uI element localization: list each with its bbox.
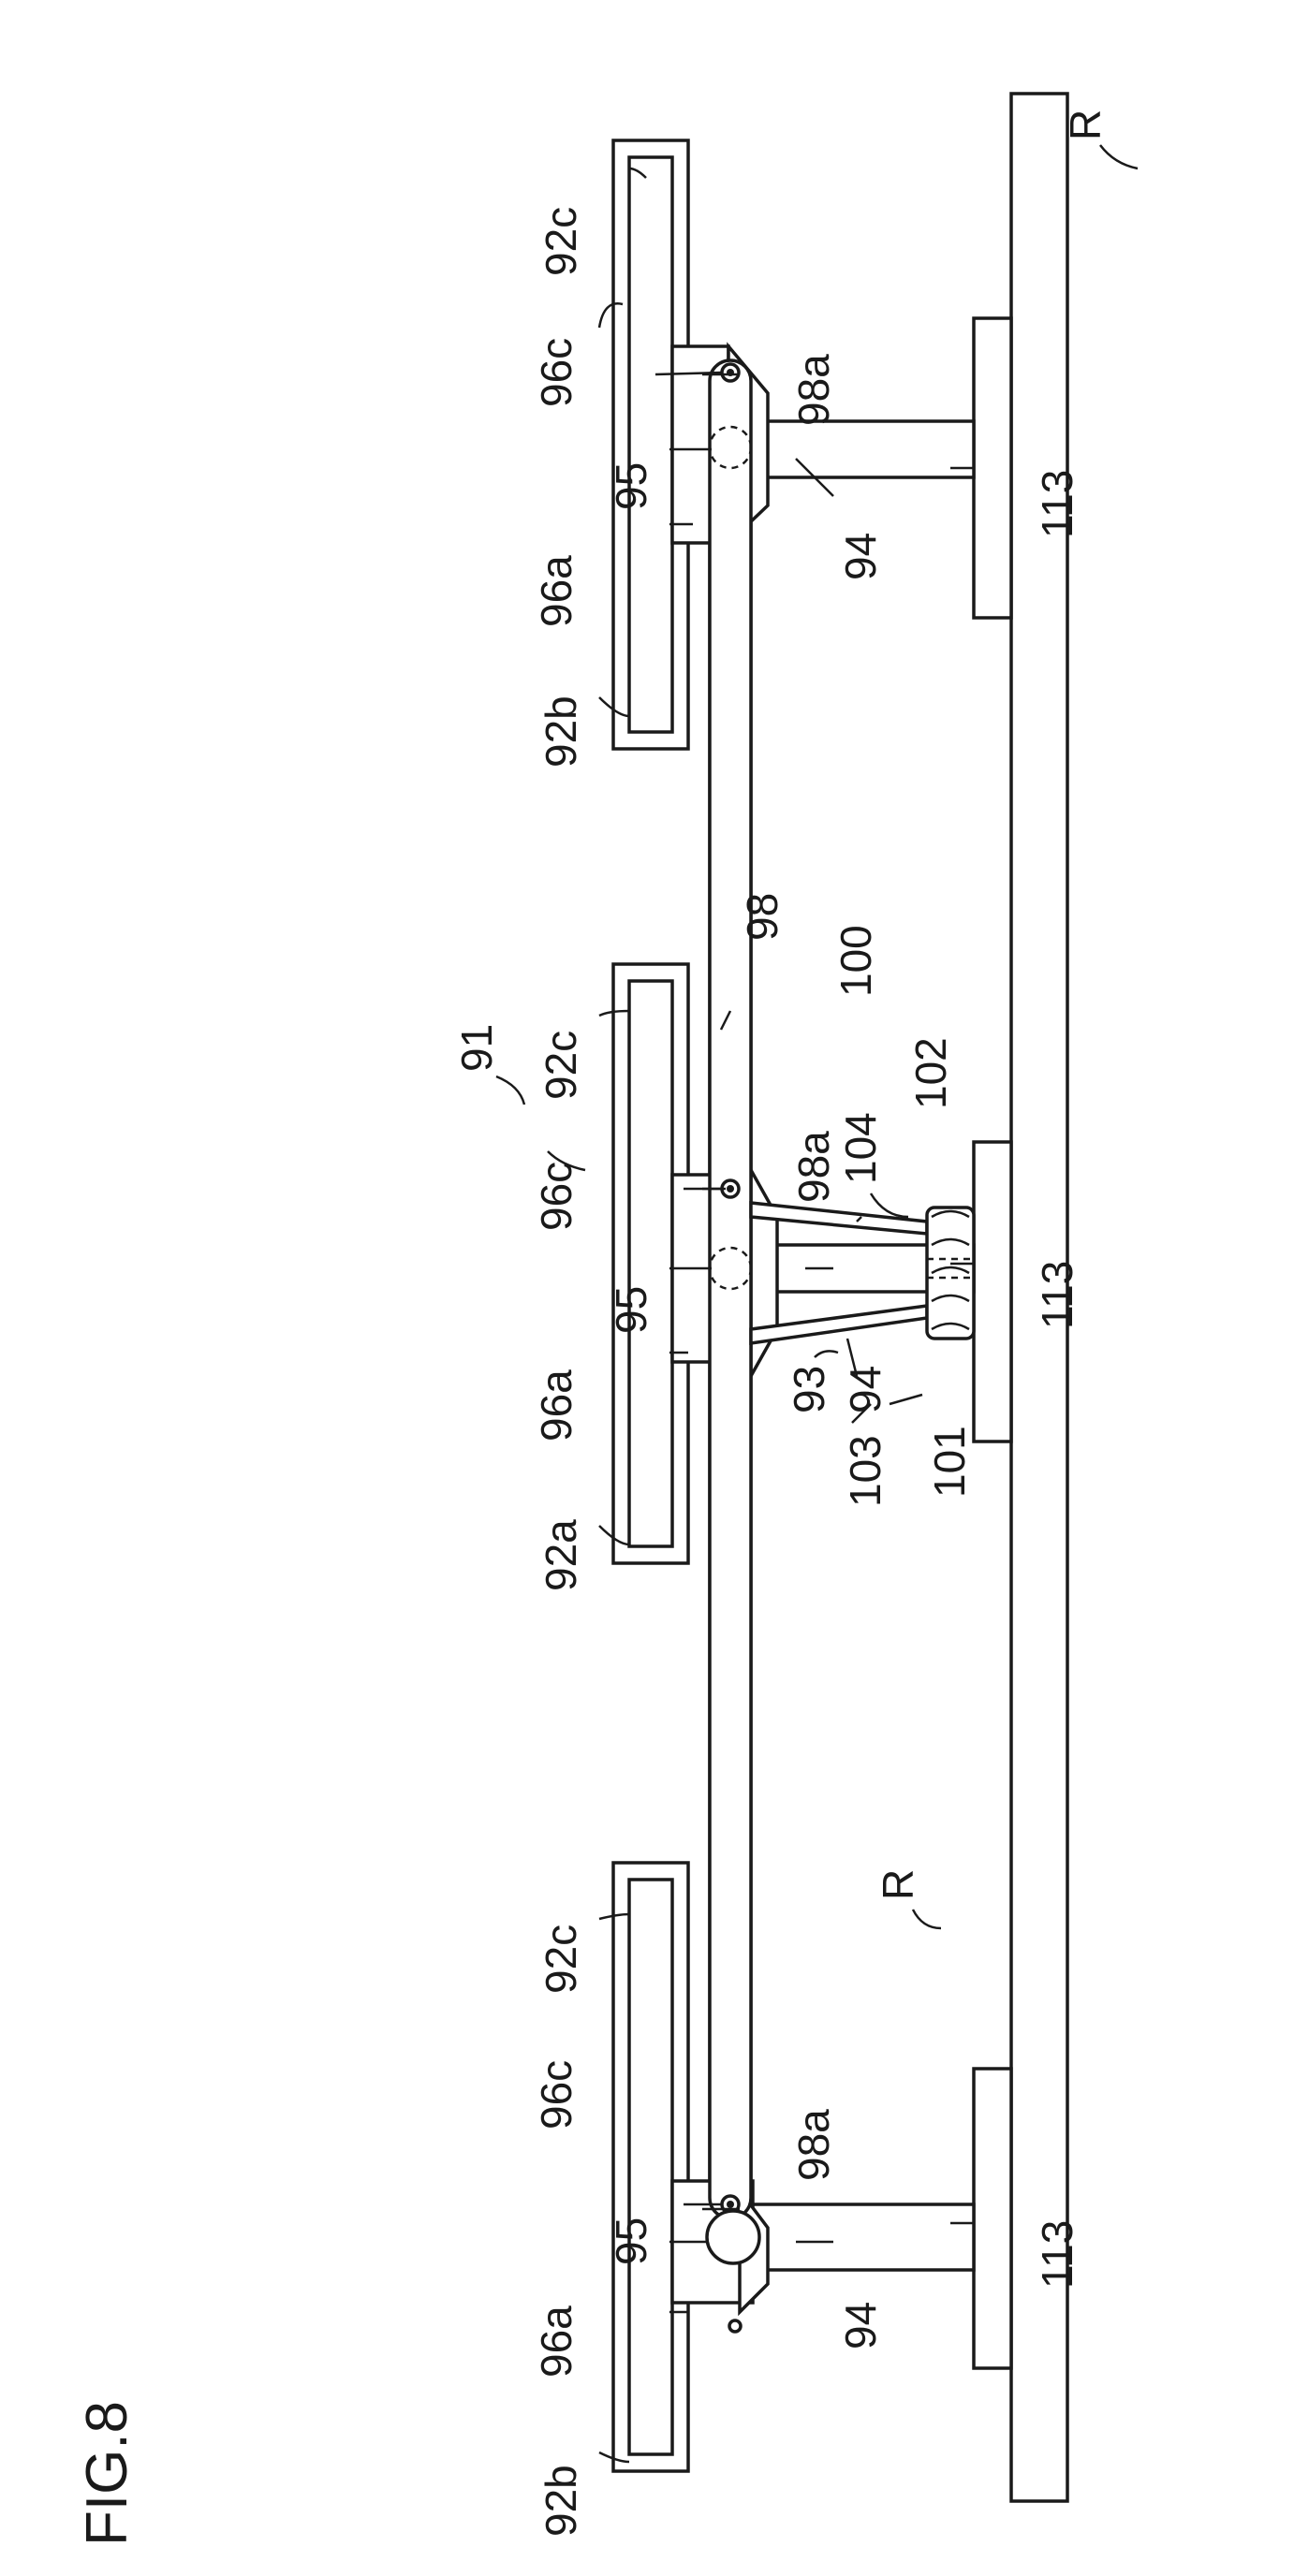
label-98a-mid: 98a (789, 1131, 838, 1203)
label-98a-bottom: 98a (789, 2109, 838, 2181)
label-92a-mid: 92a (537, 1519, 585, 1591)
pad-113-mid (974, 1142, 1011, 1442)
label-113-mid: 113 (1033, 1261, 1081, 1329)
label-113-top: 113 (1033, 470, 1081, 538)
label-100: 100 (831, 925, 880, 997)
label-95-bottom: 95 (607, 2217, 655, 2265)
label-r-bottom: R (874, 1869, 922, 1900)
label-92b-top: 92b (537, 695, 585, 768)
label-94-top: 94 (836, 533, 885, 580)
seat-frame-bottom-inner (629, 1880, 672, 2454)
label-92c-bottom: 92c (537, 1925, 585, 1994)
label-103: 103 (841, 1435, 890, 1507)
label-96c-mid: 96c (532, 1162, 581, 1231)
pivot-96c-mid-center (727, 1185, 734, 1193)
label-98: 98 (738, 893, 787, 941)
label-102: 102 (906, 1037, 955, 1109)
figure-title: FIG.8 (75, 2401, 140, 2546)
seat-frame-mid-inner (629, 981, 672, 1546)
label-96c-top: 96c (532, 338, 581, 407)
label-94-mid: 94 (841, 1366, 890, 1413)
pad-113-top (974, 318, 1011, 618)
link-98-overlay (710, 360, 751, 2218)
label-95-top: 95 (607, 462, 655, 510)
leg-94-top (751, 421, 974, 477)
seat-frame-bottom-outer (613, 1863, 688, 2471)
pin-bottom (729, 2320, 741, 2332)
gusset-mid (751, 1170, 777, 1376)
label-95-mid: 95 (607, 1286, 655, 1334)
label-r-top: R (1061, 110, 1110, 140)
label-92c-top: 92c (537, 207, 585, 276)
label-92b-bottom: 92b (537, 2465, 585, 2537)
label-104: 104 (836, 1112, 885, 1184)
label-92c-mid: 92c (537, 1031, 585, 1100)
pad-113-bottom (974, 2069, 1011, 2368)
label-113-bottom: 113 (1033, 2220, 1081, 2289)
label-91: 91 (452, 1024, 501, 1072)
label-96a-mid: 96a (532, 1369, 581, 1442)
seat-frame-top-inner (629, 157, 672, 732)
label-96a-top: 96a (532, 555, 581, 627)
pivot-96c-bottom-center (727, 2201, 734, 2208)
shaft-95-bottom (707, 2211, 759, 2263)
label-96c-bottom: 96c (532, 2060, 581, 2130)
label-98a-top: 98a (789, 354, 838, 426)
label-93: 93 (785, 1366, 833, 1413)
label-101: 101 (925, 1426, 974, 1498)
leg-94-bottom (751, 2204, 974, 2270)
label-94-bottom: 94 (836, 2302, 885, 2349)
label-96a-bottom: 96a (532, 2305, 581, 2378)
